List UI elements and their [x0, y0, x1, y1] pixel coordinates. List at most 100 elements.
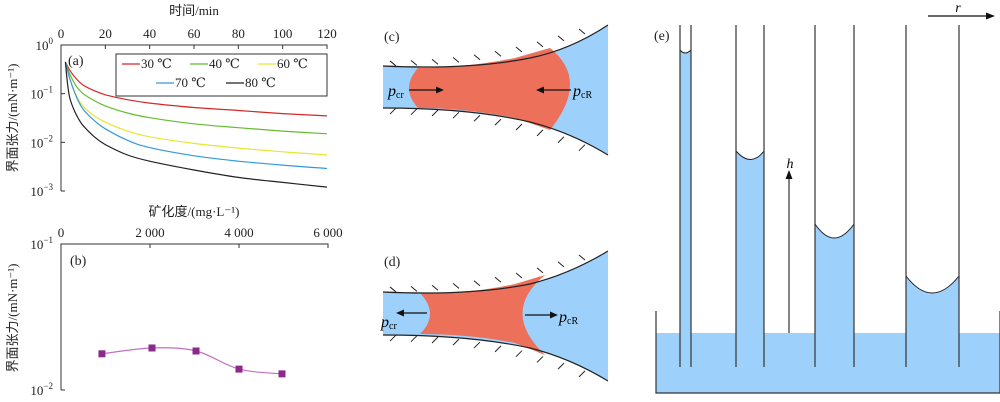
y-tick-label: 10−1	[30, 85, 53, 102]
hatch-mark	[578, 254, 586, 261]
pressure-label-pcr: pcr	[387, 83, 404, 101]
chart-a-yticks: 100 10−1 10−2 10−3	[30, 36, 65, 199]
hatch-mark	[536, 129, 544, 137]
meniscus-3	[814, 223, 855, 239]
hatch-mark	[557, 35, 565, 42]
channel-wall-top	[382, 24, 609, 68]
capillary-water-3	[815, 224, 854, 367]
x-tick-label: 4 000	[224, 225, 253, 240]
hatch-mark	[578, 370, 586, 378]
data-point-marker	[98, 350, 106, 358]
chart-a-ylabel: 界面张力/(mN·m⁻¹)	[5, 64, 20, 173]
capillary-water-1	[680, 50, 691, 367]
data-point-marker	[148, 344, 156, 352]
hatch-mark	[410, 286, 418, 292]
diagram-d: (d) pcr pcR	[380, 250, 609, 382]
diagram-c: (c) pcr pcR	[382, 24, 609, 156]
hatch-mark	[410, 108, 418, 116]
chart-a-panel-label: (a)	[68, 54, 84, 69]
capillary-water-4	[906, 276, 959, 367]
diagram-c-label: (c)	[384, 30, 400, 45]
hatch-mark	[557, 261, 565, 268]
meniscus-4	[905, 275, 960, 294]
data-point-marker	[192, 347, 200, 355]
hatch-mark	[536, 41, 544, 48]
x-tick-label: 120	[317, 26, 337, 41]
channel-wall-bottom	[382, 107, 609, 156]
x-tick-label: 0	[58, 225, 65, 240]
channel-wall-bottom	[382, 334, 609, 382]
diagram-e: (e) r h	[654, 1, 1000, 394]
hatch-mark	[431, 284, 439, 291]
radius-label: r	[955, 1, 961, 16]
y-tick-label: 10−2	[30, 381, 53, 398]
hatch-mark	[473, 54, 481, 61]
meniscus-1	[679, 49, 692, 54]
hatch-mark	[557, 136, 565, 144]
chart-b-ylabel: 界面张力/(mN·m⁻¹)	[5, 264, 20, 373]
capillary-water-2	[736, 151, 764, 367]
x-tick-label: 80	[232, 26, 245, 41]
hatch-mark	[452, 56, 460, 63]
pressure-label-pcR: pcR	[572, 83, 592, 101]
legend-label: 40 ℃	[209, 56, 240, 71]
series-line-1	[101, 347, 283, 375]
arrow-head-left	[396, 309, 404, 317]
chart-b-xlabel: 矿化度/(mg·L⁻¹)	[149, 204, 240, 219]
oil-droplet	[420, 275, 545, 355]
diagram-d-label: (d)	[384, 255, 401, 270]
arrow-head-right	[550, 311, 558, 319]
wall-hatching	[389, 28, 586, 152]
chart-b-series	[98, 344, 286, 378]
x-tick-label: 20	[99, 26, 112, 41]
data-point-marker	[278, 370, 286, 378]
x-tick-label: 6 000	[313, 225, 342, 240]
data-point-marker	[235, 365, 243, 373]
chart-b-axes	[60, 243, 329, 390]
legend-label: 60 ℃	[277, 56, 308, 71]
arrow-head-left	[536, 86, 544, 94]
chart-a-xlabel: 时间/min	[169, 3, 219, 18]
chart-a-axes	[60, 44, 328, 191]
series-line-4	[64, 61, 328, 170]
chart-a-series	[64, 61, 328, 188]
height-arrow-head	[785, 170, 793, 179]
hatch-mark	[389, 60, 397, 67]
legend-label: 80 ℃	[245, 75, 276, 90]
radius-arrow-head	[986, 12, 995, 20]
hatch-mark	[578, 144, 586, 152]
hatch-mark	[515, 46, 523, 53]
x-tick-label: 0	[58, 26, 65, 41]
y-tick-label: 10−3	[30, 182, 53, 199]
chart-b-panel-label: (b)	[70, 254, 87, 269]
arrow-head-right	[436, 86, 444, 94]
reservoir-wall	[655, 311, 1000, 394]
legend-label: 70 ℃	[175, 75, 206, 90]
x-tick-label: 40	[143, 26, 156, 41]
hatch-mark	[536, 267, 544, 274]
y-tick-label: 100	[36, 36, 54, 53]
y-tick-label: 10−1	[30, 235, 53, 252]
series-line-2	[64, 61, 328, 135]
hatch-mark	[410, 335, 418, 343]
oil-droplet	[409, 48, 570, 130]
hatch-mark	[515, 123, 523, 131]
hatch-mark	[431, 336, 439, 344]
hatch-mark	[473, 341, 481, 349]
diagram-e-label: (e)	[654, 29, 670, 44]
series-line-5	[64, 61, 328, 188]
y-tick-label: 10−2	[30, 133, 53, 150]
hatch-mark	[515, 272, 523, 279]
x-tick-label: 100	[273, 26, 293, 41]
meniscus-2	[735, 150, 765, 160]
hatch-mark	[389, 107, 397, 115]
hatch-mark	[494, 276, 502, 283]
hatch-mark	[494, 345, 502, 353]
pressure-label-pcr: pcr	[380, 314, 397, 332]
hatch-mark	[389, 286, 397, 293]
